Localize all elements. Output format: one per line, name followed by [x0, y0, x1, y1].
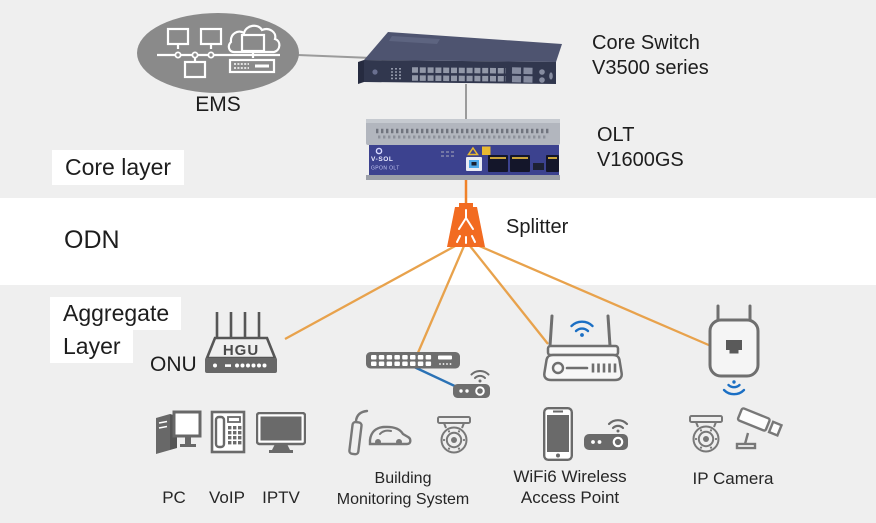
wifi-waves-down-icon [722, 383, 746, 396]
phone-screen [227, 416, 241, 423]
ems-switch-icon [228, 58, 276, 74]
iptv-icon [256, 412, 306, 453]
link-splitter-switch [412, 245, 466, 363]
aggregate-label-line2: Layer [50, 330, 133, 363]
ethernet-port-icon [726, 340, 742, 354]
vsol-logo [375, 147, 383, 155]
antennas [215, 312, 261, 338]
camera-body [736, 407, 771, 432]
uplink-port [539, 77, 545, 83]
keypad [228, 426, 242, 445]
olt-label-line1: OLT [597, 124, 635, 146]
indicator-icon [482, 146, 491, 155]
voip-label: VoIP [209, 488, 245, 507]
barrier-post [348, 420, 363, 456]
bullet-camera-icon [735, 407, 784, 450]
pc-icon [156, 410, 202, 454]
link-splitter-onu [284, 243, 458, 341]
wheel [396, 439, 402, 445]
link-ems-coreswitch [297, 54, 373, 59]
wifi-router-icon [543, 314, 623, 382]
barrier-arm [354, 409, 369, 423]
core-switch-icon [358, 32, 562, 84]
rj45-ports [488, 155, 559, 172]
dome-camera-icon [689, 415, 723, 453]
uplink-port [539, 69, 545, 75]
core-layer-label: Core layer [52, 150, 185, 185]
ems-label: EMS [195, 93, 241, 116]
dome-bolts [442, 430, 466, 450]
olt-model-text: GPON OLT [371, 166, 400, 172]
hgu-device-label: HGU [223, 342, 259, 359]
olt-label-line2: V1600GS [597, 149, 684, 171]
onu-hgu-icon: HGU [205, 312, 277, 373]
link-splitter-extender [476, 243, 712, 348]
lan-switch-icon [366, 352, 460, 369]
led-row [235, 363, 267, 368]
warning-icon [467, 146, 479, 156]
ems-cloud-icon [137, 13, 299, 93]
switch-ports [371, 355, 452, 366]
console-port [549, 72, 553, 80]
dome-bolts [694, 429, 718, 449]
olt-brand-text: V-SOL [371, 156, 394, 163]
core-switch-label-line1: Core Switch [592, 32, 700, 54]
camera-lens [767, 420, 784, 437]
wifi-extender-icon [708, 304, 760, 396]
onu-label: ONU [150, 353, 197, 376]
odn-label: ODN [64, 226, 120, 254]
sfp-port-row [411, 67, 507, 74]
core-switch-label-line2: V3500 series [592, 57, 709, 79]
port-bars [591, 363, 617, 373]
wifi-signal-icon [570, 320, 594, 333]
sfp-port-row [411, 75, 507, 82]
wifi6-ap-icon [584, 419, 629, 450]
splitter-icon [447, 203, 485, 247]
handset [214, 415, 226, 449]
building-label-line2: Monitoring System [336, 491, 470, 508]
smartphone-icon [543, 407, 573, 461]
voip-phone-icon [210, 410, 246, 454]
aggregate-label-line1: Aggregate [50, 297, 182, 330]
vsol-logo [372, 69, 378, 75]
antennas [548, 314, 612, 348]
link-splitter-router [469, 245, 549, 345]
aggregate-layer-label: Aggregate Layer [50, 297, 182, 363]
odn-band [0, 198, 876, 285]
led [213, 363, 217, 368]
ems-server-icon [240, 33, 266, 53]
led [225, 364, 231, 367]
splitter-label: Splitter [506, 216, 569, 238]
wheel [375, 439, 381, 445]
wifi-waves-icon [470, 370, 490, 379]
ip-camera-label: IP Camera [692, 469, 774, 488]
olt-icon: V-SOL GPON OLT [366, 119, 560, 180]
building-label-line1: Building [374, 470, 432, 487]
wifi6-label-line1: WiFi6 Wireless [513, 467, 627, 486]
car-body [368, 425, 412, 446]
barrier-car-icon [348, 409, 412, 456]
pc-label: PC [162, 488, 186, 507]
wifi6-label-line2: Access Point [520, 488, 620, 507]
ems-cloud-outline [227, 24, 281, 54]
link-switch-ap [411, 364, 460, 390]
iptv-label: IPTV [262, 488, 300, 507]
wifi-waves-icon [607, 419, 629, 430]
dome-camera-icon [437, 416, 471, 454]
wireless-ap-icon [453, 370, 490, 398]
sfp-slot [533, 163, 544, 170]
